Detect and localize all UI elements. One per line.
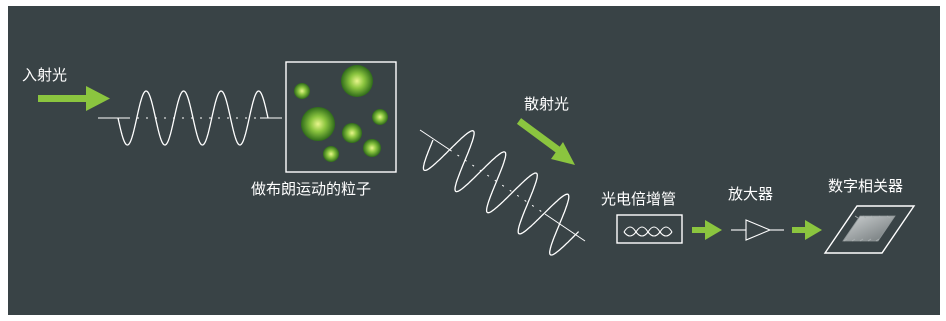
particle — [323, 146, 339, 162]
incident-arrow-icon — [38, 86, 110, 111]
amplifier-label: 放大器 — [728, 185, 773, 203]
particle — [372, 109, 388, 125]
particle — [294, 83, 310, 99]
particle — [341, 65, 373, 97]
arrow-right-icon — [692, 220, 722, 240]
photomultiplier-tube-icon — [616, 214, 683, 244]
arrow-right-icon — [792, 220, 822, 240]
scatter-arrow-icon — [516, 118, 575, 165]
scattered-light-label: 散射光 — [524, 95, 569, 113]
incident-wave — [98, 90, 282, 146]
incident-light-label: 入射光 — [22, 66, 67, 84]
amplifier-triangle-icon — [731, 219, 784, 241]
diagram-background — [8, 6, 940, 315]
scattered-wave — [419, 129, 586, 256]
digital-correlator-label: 数字相关器 — [828, 177, 903, 195]
particle — [301, 107, 335, 141]
particle — [363, 139, 381, 157]
photomultiplier-label: 光电倍增管 — [601, 190, 676, 208]
brownian-particles-label: 做布朗运动的粒子 — [251, 180, 371, 198]
chip-icon — [823, 205, 916, 254]
particle-box — [285, 61, 397, 173]
particle — [342, 123, 362, 143]
